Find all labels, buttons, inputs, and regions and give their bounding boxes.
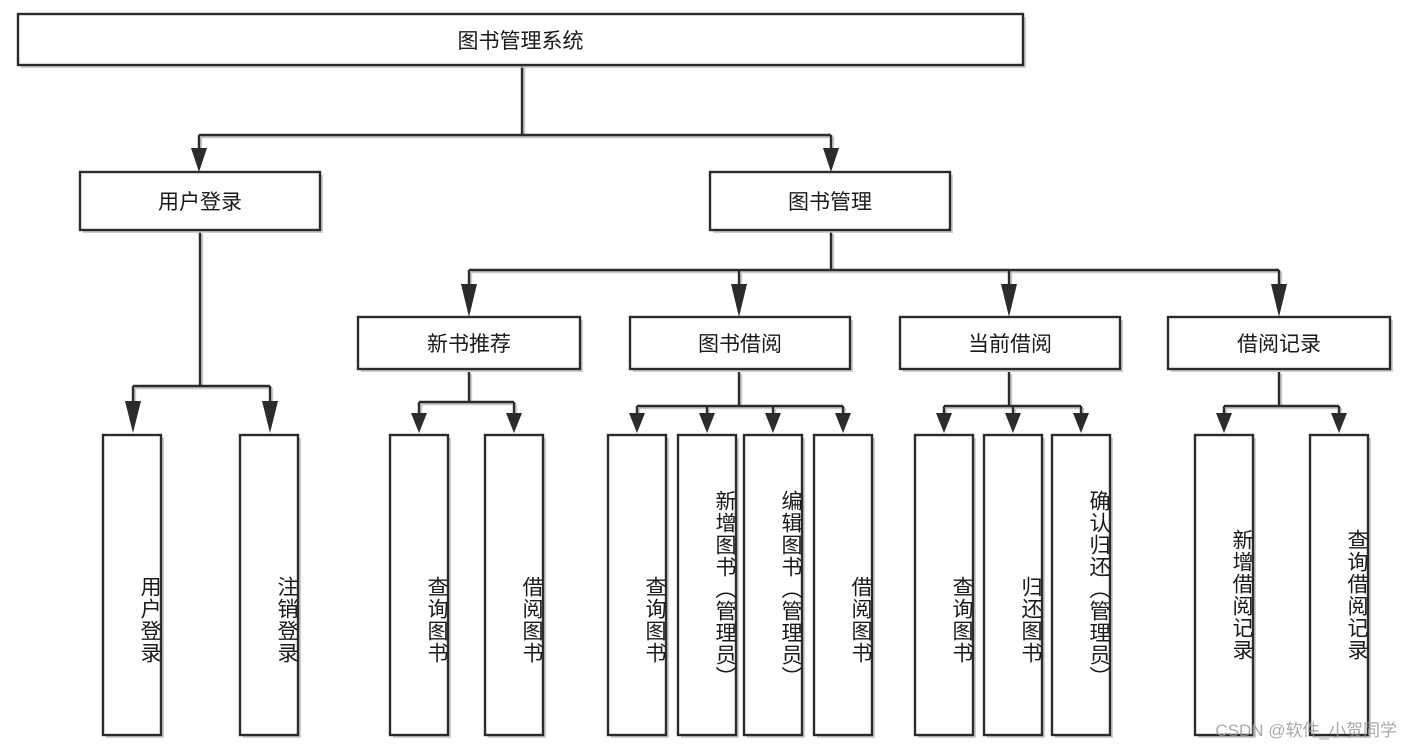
node-book-borrow[interactable] <box>628 315 852 371</box>
connector-current-borrow-to-leaves <box>936 372 1089 433</box>
leaf-borrow-book-2[interactable] <box>812 433 874 737</box>
leaf-return-book[interactable] <box>982 433 1044 737</box>
connector-book-manage-to-level3 <box>461 232 1287 317</box>
leaf-user-logout[interactable] <box>238 433 300 737</box>
connector-new-book-recommend-to-leaves <box>411 372 522 433</box>
connector-root-to-level2 <box>191 65 839 172</box>
leaf-query-book-1[interactable] <box>388 433 450 737</box>
leaf-add-record[interactable] <box>1193 433 1255 737</box>
leaf-user-login[interactable] <box>101 433 163 737</box>
connector-user-login-to-leaves <box>125 232 278 433</box>
leaf-borrow-book-1[interactable] <box>483 433 545 737</box>
connectors-layer <box>125 65 1347 433</box>
leaf-query-book-3[interactable] <box>913 433 975 737</box>
leaf-add-book[interactable] <box>676 433 738 737</box>
node-book-manage[interactable] <box>708 170 952 232</box>
node-root[interactable] <box>16 12 1025 67</box>
node-current-borrow[interactable] <box>898 315 1122 371</box>
leaf-query-book-2[interactable] <box>606 433 668 737</box>
node-user-login[interactable] <box>78 170 322 232</box>
leaf-query-record[interactable] <box>1308 433 1370 737</box>
leaf-confirm-return[interactable] <box>1050 433 1112 737</box>
node-new-book-recommend[interactable] <box>356 315 582 371</box>
node-borrow-record[interactable] <box>1166 315 1392 371</box>
nodes-layer <box>16 12 1393 738</box>
connector-book-borrow-to-leaves <box>629 372 851 433</box>
leaf-edit-book[interactable] <box>742 433 804 737</box>
connector-borrow-record-to-leaves <box>1216 372 1347 433</box>
